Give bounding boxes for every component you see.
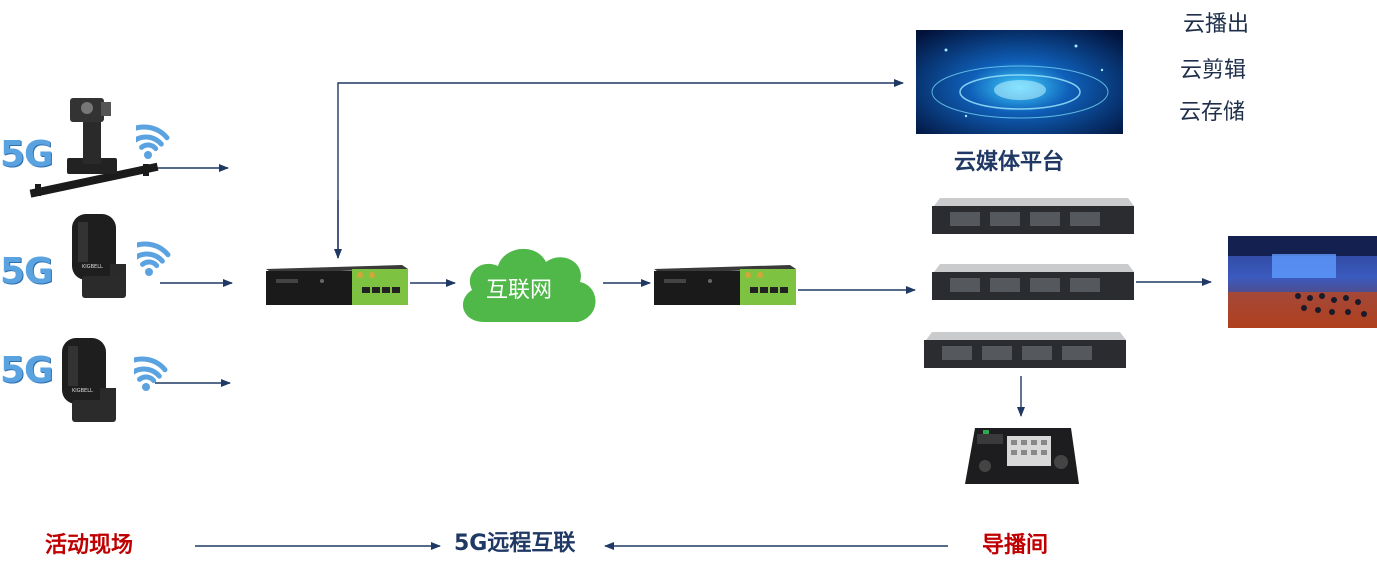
server-1-icon	[932, 198, 1134, 234]
cloud-platform-image	[916, 30, 1123, 134]
studio-label: 导播间	[982, 533, 1049, 558]
site-label: 活动现场	[45, 533, 134, 558]
wifi-signal-icon	[136, 124, 170, 159]
arrow-router-to-cloud-platform	[337, 79, 904, 258]
internet-cloud-label: 互联网	[486, 278, 553, 303]
cloud-service-storage: 云存储	[1179, 100, 1246, 125]
router-1-icon	[266, 265, 408, 305]
ptz-camera-icon: KIGBELL	[62, 338, 116, 422]
cloud-service-editing: 云剪辑	[1180, 58, 1247, 83]
wifi-signal-icon	[137, 241, 171, 276]
camera-1-5g-label: 5G	[0, 134, 54, 175]
server-3-icon	[924, 332, 1126, 368]
cloud-service-broadcast: 云播出	[1183, 12, 1250, 37]
camera-3-5g-label: 5G	[0, 350, 54, 391]
ptz-camera-icon: KIGBELL	[72, 214, 126, 298]
video-switcher-icon	[965, 428, 1079, 484]
cloud-platform-title: 云媒体平台	[954, 150, 1065, 175]
svg-text:KIGBELL: KIGBELL	[82, 264, 103, 270]
svg-text:KIGBELL: KIGBELL	[72, 388, 93, 394]
link-label: 5G远程互联	[454, 531, 576, 556]
server-2-icon	[932, 264, 1134, 300]
camera-2-5g-label: 5G	[0, 251, 54, 292]
event-venue-image	[1228, 236, 1377, 328]
wifi-signal-icon	[134, 356, 168, 391]
jib-camera-icon	[29, 98, 159, 198]
internet-cloud-icon	[462, 248, 596, 322]
router-2-icon	[654, 265, 796, 305]
